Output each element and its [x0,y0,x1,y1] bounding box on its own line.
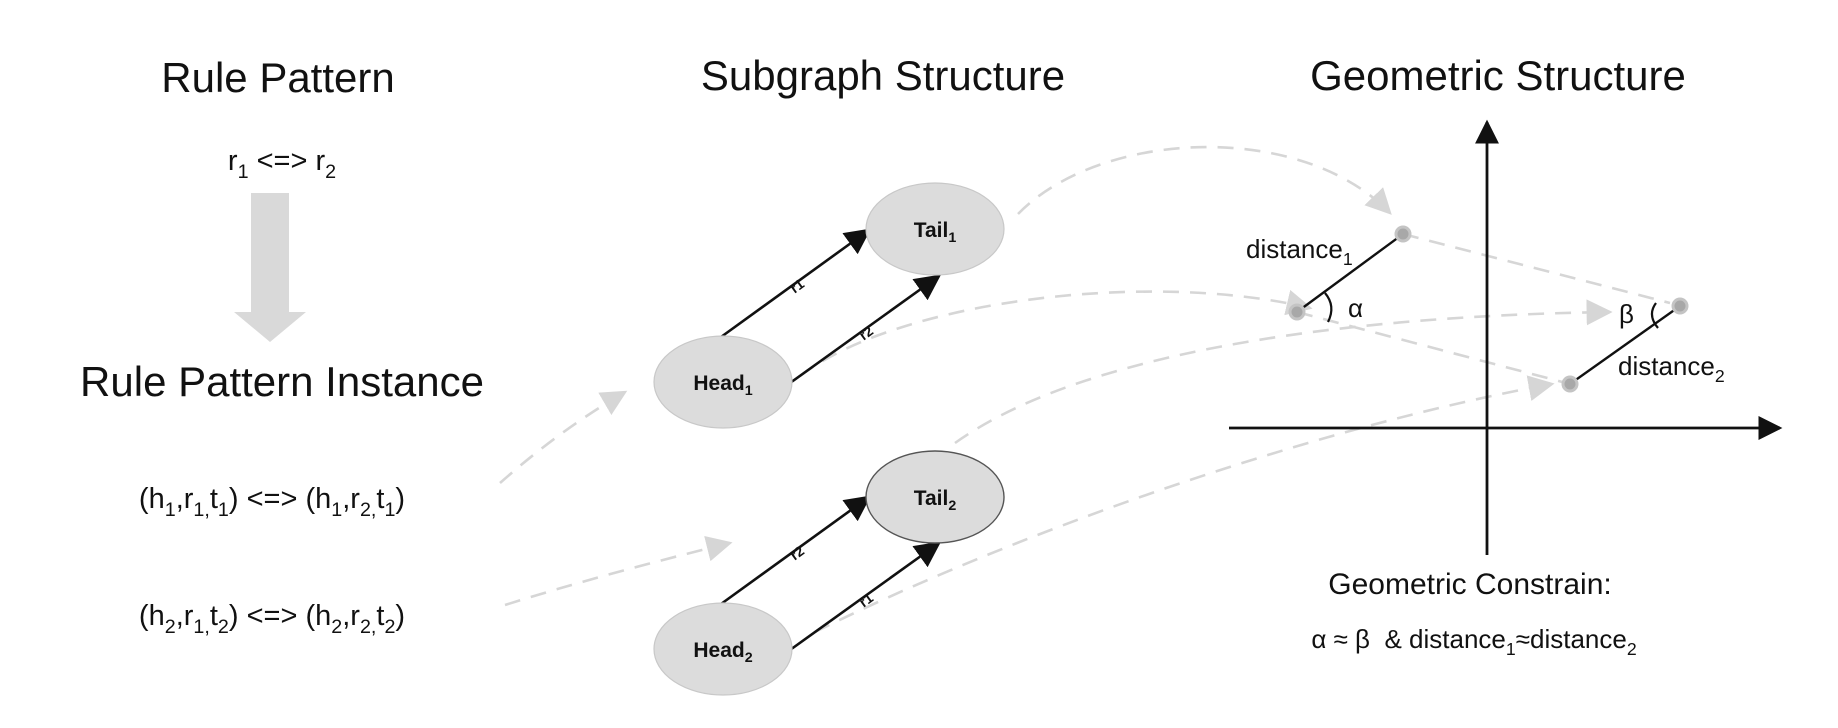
node-label-tail2: Tail2 [914,487,957,514]
node-label-tail1: Tail1 [914,219,957,246]
edge-head1-tail1-r1 [720,228,872,339]
edge-head2-tail2-r2 [720,495,872,606]
edge-head1-tail1-r2 [789,274,942,385]
rule-pattern-formula: r1 <=> r2 [228,145,336,183]
dashed-arrow-head1-to-point [799,289,1313,378]
edge-label-g2-bottom: r1 [856,589,876,610]
label-beta: β [1619,299,1634,329]
node-tail1 [865,182,1005,276]
vector-distance1 [1296,233,1404,313]
constraint-title: Geometric Constrain: [1328,568,1611,601]
label-distance1: distance1 [1246,234,1353,269]
point-head2 [1561,375,1579,393]
instance-formula-1: (h1,r1,t1) <=> (h1,r2,t1) [139,483,405,521]
node-label-head2: Head2 [693,639,752,666]
node-label-head1: Head1 [693,372,752,399]
dashed-line-bottom-points [1296,310,1571,386]
point-tail2 [1671,297,1689,315]
heading-rule-pattern: Rule Pattern [161,54,394,101]
point-head1 [1288,303,1306,321]
heading-geometric-structure: Geometric Structure [1310,52,1686,99]
heading-rule-pattern-instance: Rule Pattern Instance [80,358,484,405]
edge-head2-tail2-r1 [789,541,942,652]
node-head2 [653,602,793,696]
dashed-line-top-points [1402,232,1671,305]
label-distance2: distance2 [1618,351,1725,386]
dashed-arrow-tail2-to-point [954,299,1613,445]
constraint-formula: α ≈ β & distance1≈distance2 [1311,624,1636,659]
dashed-arrow-head2-to-point [814,375,1555,634]
edge-label-g1-top: r1 [787,275,807,296]
big-down-arrow [234,193,306,342]
dashed-arrow-tail1-to-point [1017,145,1392,215]
vector-distance2 [1569,305,1681,385]
label-alpha: α [1348,293,1363,323]
angle-arc-beta [1650,302,1659,329]
node-tail2 [865,450,1005,544]
point-tail1 [1394,225,1412,243]
dashed-arrow-instance2-to-subgraph2 [504,535,733,607]
heading-subgraph-structure: Subgraph Structure [701,52,1065,99]
instance-formula-2: (h2,r1,t2) <=> (h2,r2,t2) [139,600,405,638]
angle-arc-alpha [1324,292,1333,323]
edge-label-g2-top: r2 [787,542,807,563]
dashed-arrow-instance1-to-subgraph1 [499,390,628,484]
node-head1 [653,335,793,429]
edge-label-g1-bottom: r2 [856,322,876,343]
